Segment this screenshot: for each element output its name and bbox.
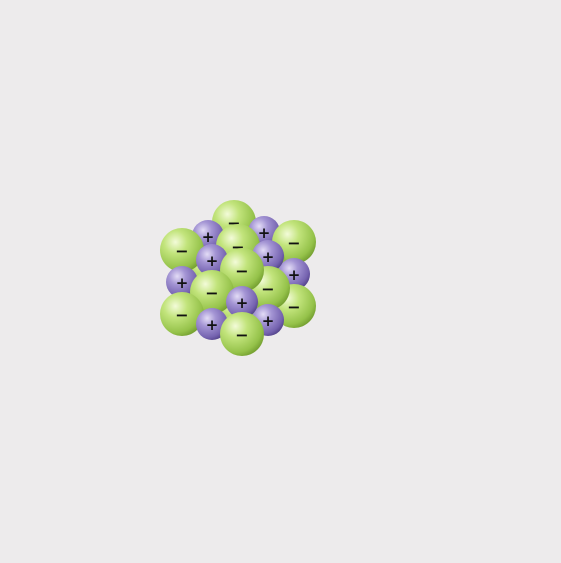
anion-charge-label: − <box>261 280 274 299</box>
anion-sphere: − <box>160 292 204 336</box>
cation-ball <box>166 266 198 298</box>
cation-sphere: + <box>196 308 228 340</box>
cation-charge-label: + <box>288 266 301 284</box>
anion-charge-label: − <box>287 234 300 253</box>
anion-ball <box>160 228 204 272</box>
cation-charge-label: + <box>258 224 271 242</box>
cation-charge-label: + <box>176 274 189 292</box>
anion-sphere: − <box>220 312 264 356</box>
anion-charge-label: − <box>235 326 248 345</box>
cation-charge-label: + <box>202 228 215 246</box>
cation-charge-label: + <box>236 294 249 312</box>
cation-charge-label: + <box>262 248 275 266</box>
cation-charge-label: + <box>206 252 219 270</box>
anion-charge-label: − <box>175 306 188 325</box>
anion-ball <box>220 312 264 356</box>
anion-ball <box>160 292 204 336</box>
cation-ball <box>196 308 228 340</box>
cation-sphere: + <box>226 286 258 318</box>
anion-charge-label: − <box>205 284 218 303</box>
anion-charge-label: − <box>175 242 188 261</box>
anion-charge-label: − <box>235 262 248 281</box>
anion-sphere: − <box>160 228 204 272</box>
cation-ball <box>226 286 258 318</box>
cation-charge-label: + <box>262 312 275 330</box>
cation-ball <box>196 244 228 276</box>
cation-charge-label: + <box>206 316 219 334</box>
cation-sphere: + <box>196 244 228 276</box>
cation-sphere: + <box>166 266 198 298</box>
anion-charge-label: − <box>287 298 300 317</box>
